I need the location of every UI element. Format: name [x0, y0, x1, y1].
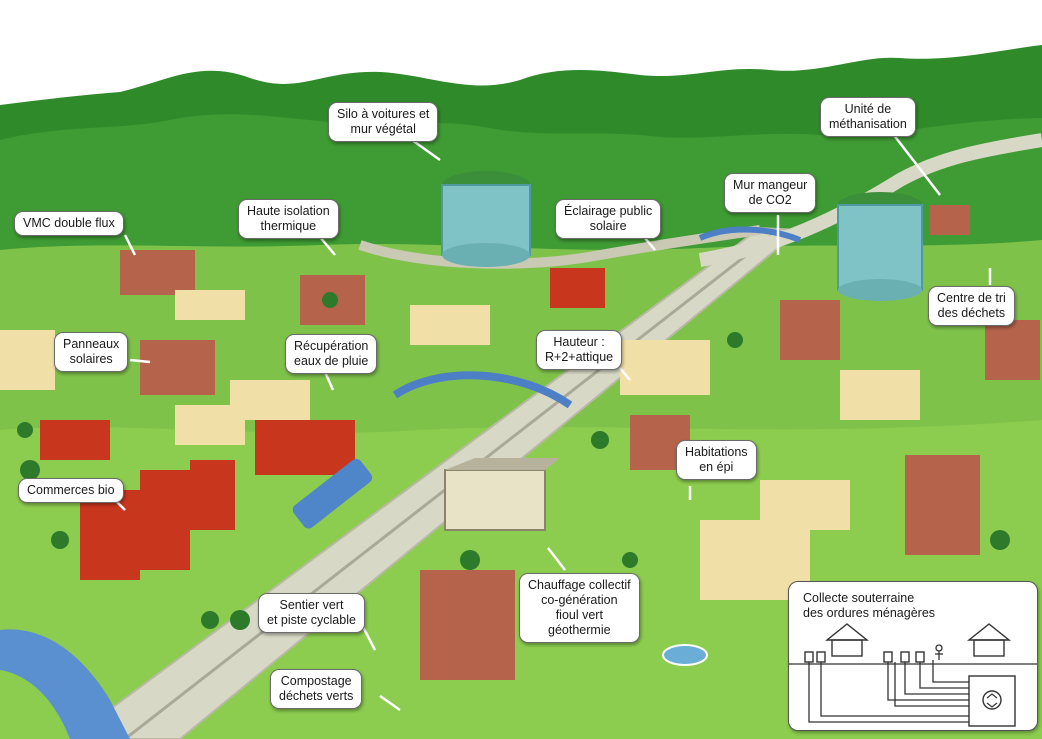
side-road [698, 133, 1042, 267]
pointer-lines [114, 129, 992, 712]
inset-title: Collecte souterraine des ordures ménagèr… [803, 591, 936, 620]
label-isolation: Haute isolation thermique [238, 199, 339, 239]
label-vmc: VMC double flux [14, 211, 124, 236]
fountain [662, 644, 708, 666]
label-tri: Centre de tri des déchets [928, 286, 1015, 326]
silo-ring-road [358, 225, 761, 269]
house-icon [967, 623, 1011, 657]
person-icon [935, 644, 943, 660]
house-icon [825, 623, 869, 657]
label-chauffage: Chauffage collectif co-génération fioul … [519, 573, 640, 643]
label-mur-co2: Mur mangeur de CO2 [724, 173, 817, 213]
label-commerces: Commerces bio [18, 478, 124, 503]
collector-station [968, 675, 1016, 727]
underground-collection-diagram [789, 623, 1037, 727]
label-compostage: Compostage déchets verts [270, 669, 363, 709]
label-silo: Silo à voitures et mur végétal [328, 102, 439, 142]
label-sentier: Sentier vert et piste cyclable [258, 593, 365, 633]
chauffage-building [444, 469, 546, 531]
bridge-arch [392, 371, 573, 409]
label-pluie: Récupération eaux de pluie [285, 334, 378, 374]
river-bottom-left [0, 629, 130, 739]
brick-houses [120, 205, 1040, 680]
underground-collection-inset: Collecte souterraine des ordures ménagèr… [788, 581, 1038, 731]
label-methanisation: Unité de méthanisation [820, 97, 916, 137]
label-panneaux: Panneaux solaires [54, 332, 129, 372]
label-eclairage: Éclairage public solaire [555, 199, 662, 239]
bridge-arch-right [698, 226, 802, 243]
tram [292, 458, 373, 529]
recycle-icon [982, 690, 1002, 710]
label-hauteur: Hauteur : R+2+attique [536, 330, 623, 370]
underground-pipes [789, 660, 1037, 723]
container-icon [804, 651, 925, 663]
commerces-block [40, 268, 605, 580]
methanisation-tower [837, 204, 923, 291]
label-habitations: Habitations en épi [676, 440, 757, 480]
